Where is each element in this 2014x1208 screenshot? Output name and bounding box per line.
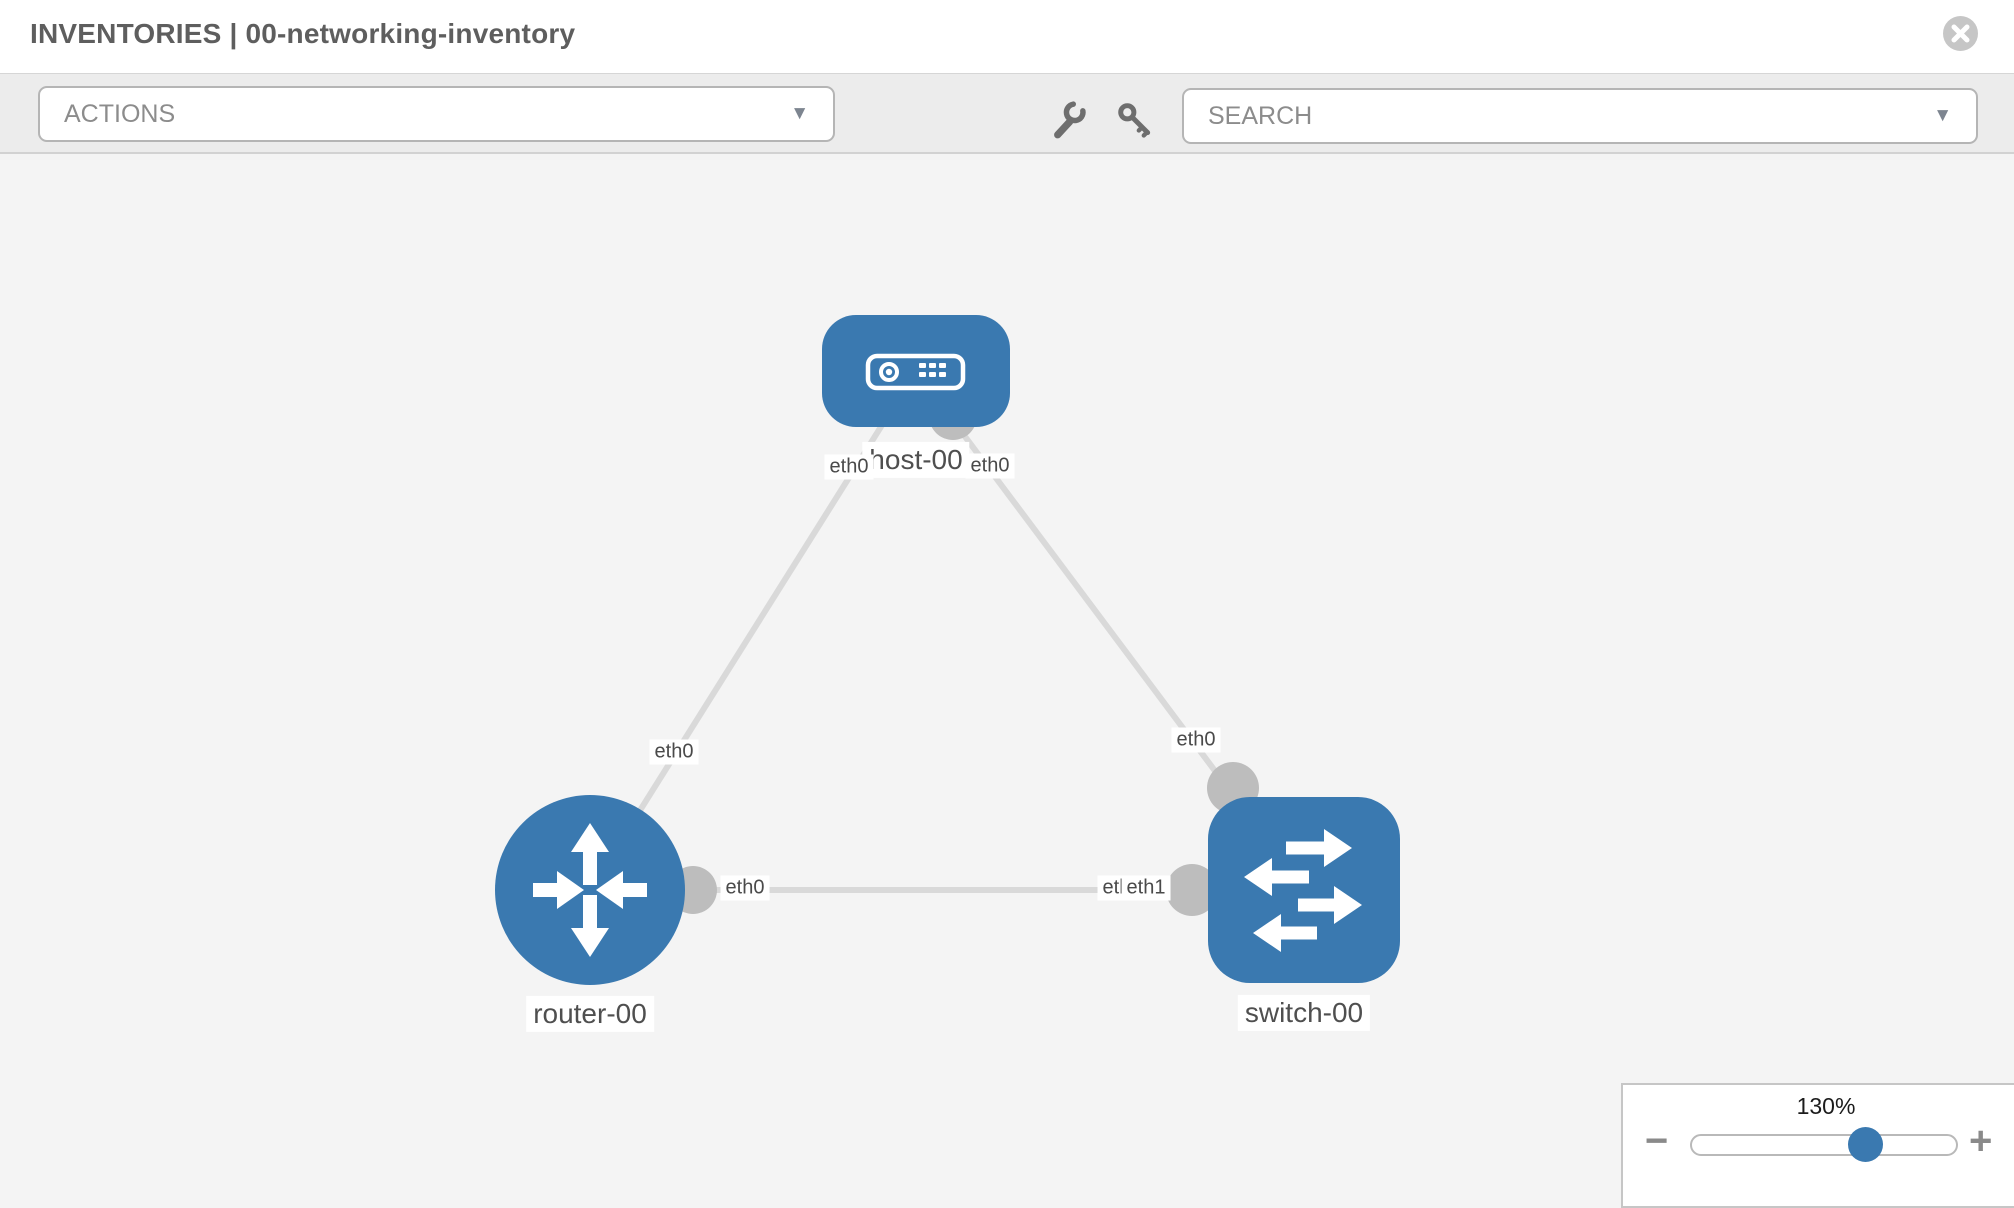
page-title: INVENTORIES | 00-networking-inventory — [30, 18, 576, 49]
switch-icon — [1244, 829, 1362, 952]
credentials-button[interactable] — [1113, 100, 1157, 144]
close-button[interactable] — [1943, 16, 1978, 51]
topology-canvas[interactable]: host-00 router-00 switch-00 eth0 eth0 et… — [0, 155, 2014, 1200]
node-switch-00[interactable] — [1208, 797, 1400, 983]
chevron-down-icon: ▼ — [790, 103, 809, 124]
actions-dropdown-label: ACTIONS — [64, 99, 176, 128]
zoom-control-panel: 130% − + — [1621, 1083, 2014, 1208]
zoom-in-button[interactable]: + — [1969, 1119, 1993, 1163]
zoom-slider-handle[interactable] — [1848, 1127, 1883, 1162]
interface-label-router-eth0-top: eth0 — [649, 739, 699, 765]
chevron-down-icon: ▼ — [1933, 105, 1952, 126]
wrench-icon — [1045, 98, 1089, 147]
interface-label-router-eth0-right: eth0 — [720, 875, 770, 901]
header: INVENTORIES | 00-networking-inventory — [0, 0, 2014, 73]
key-icon — [1113, 98, 1157, 147]
search-dropdown-label: SEARCH — [1208, 101, 1313, 130]
node-router-00[interactable] — [495, 795, 685, 985]
interface-label-switch-eth0-top: eth0 — [1171, 727, 1221, 753]
interface-label-host-eth0-right: eth0 — [965, 453, 1015, 479]
interface-label-switch-eth1: eth1 — [1121, 875, 1171, 901]
interface-label-host-eth0-left: eth0 — [824, 454, 874, 480]
topology-graph — [495, 315, 1400, 985]
search-dropdown[interactable]: SEARCH ▼ — [1182, 88, 1978, 144]
toolbar: ACTIONS ▼ SEARCH ▼ — [0, 73, 2014, 154]
router-icon — [533, 823, 647, 957]
node-host-00[interactable] — [822, 315, 1010, 427]
actions-dropdown[interactable]: ACTIONS ▼ — [38, 86, 835, 142]
zoom-level: 130% — [1796, 1093, 1856, 1119]
node-label-switch-00[interactable]: switch-00 — [1237, 994, 1371, 1032]
zoom-slider-track[interactable] — [1690, 1134, 1958, 1156]
interface-bubble-switch-left[interactable] — [1166, 864, 1218, 916]
host-icon — [865, 353, 966, 391]
node-label-host-00[interactable]: host-00 — [862, 441, 970, 479]
node-label-router-00[interactable]: router-00 — [526, 995, 654, 1033]
configure-button[interactable] — [1045, 100, 1089, 144]
zoom-out-button[interactable]: − — [1645, 1119, 1669, 1163]
